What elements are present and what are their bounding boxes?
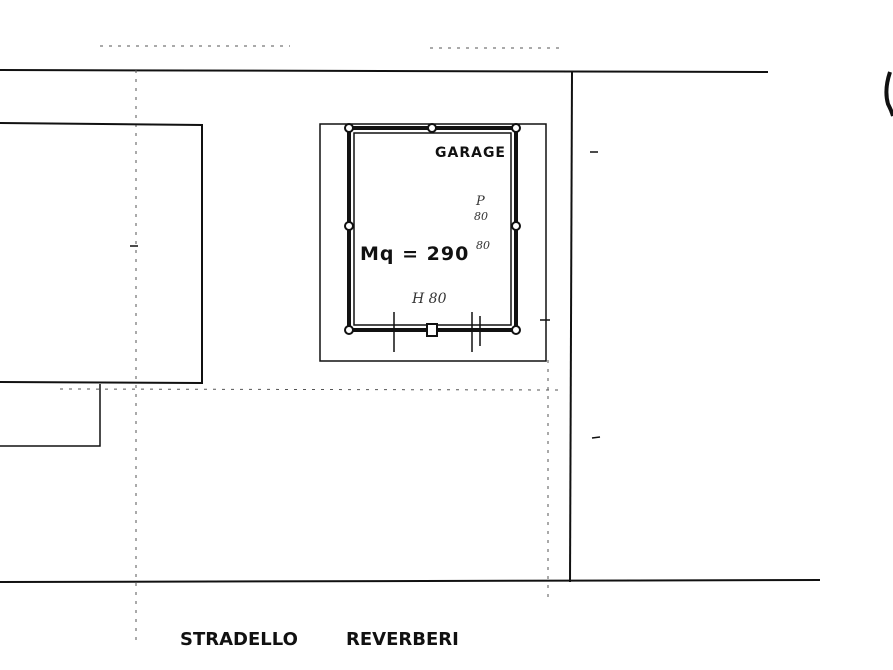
building-annex-outline	[0, 384, 101, 447]
garage-side-note: 80	[474, 210, 488, 223]
lot-bottom-boundary	[0, 579, 821, 583]
garage-side-note: P	[476, 194, 485, 209]
edge-symbol-fragment	[884, 71, 893, 117]
lot-top-boundary	[0, 69, 769, 73]
garage-height-note: H 80	[412, 291, 447, 307]
garage-title: GARAGE	[435, 145, 506, 161]
garage-area-label: Mq = 290	[360, 243, 470, 265]
garage-wall-posts	[344, 123, 521, 337]
garage-door-marks	[393, 312, 550, 352]
lot-divider-line	[569, 71, 573, 583]
garage-side-note: 80	[476, 239, 490, 252]
tick-mark	[591, 436, 601, 439]
main-building-outline	[0, 122, 203, 385]
street-name-first: STRADELLO	[180, 629, 298, 650]
street-name-second: REVERBERI	[346, 629, 459, 650]
construction-line	[59, 388, 561, 391]
